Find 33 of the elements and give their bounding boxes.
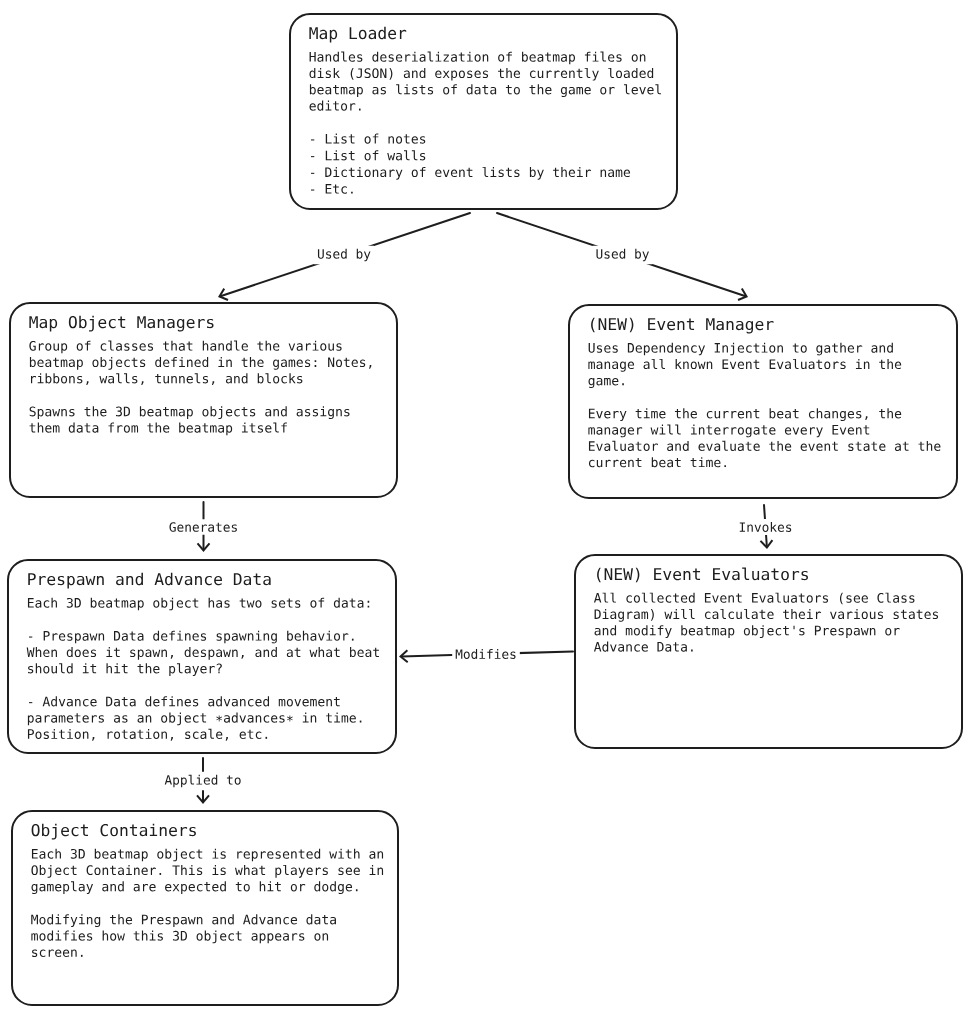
edge-label: Used by [314, 245, 374, 265]
list-item: - List of walls [311, 150, 426, 161]
description: Uses Dependency Injection to gather and manage all known Event Evaluators in the game. [588, 342, 902, 388]
process-box [568, 304, 958, 499]
process-box [9, 302, 398, 498]
box-title: (NEW) Event Evaluators [597, 567, 808, 583]
edge-label: Invokes [735, 519, 796, 535]
process-box [289, 13, 678, 210]
edge-label: Applied to [161, 771, 245, 791]
list-item: - Advance Data defines advanced movement parameters as an object ∗advances∗ in time. Position, rotation, scale, etc. [27, 696, 362, 741]
box-title: Map Object Managers [29, 315, 214, 332]
list-item: - Prespawn Data defines spawning behavior. When does it spawn, despawn, and at what beat should it hit the player? [26, 630, 379, 676]
list-item: - Etc. [311, 184, 353, 194]
description: Each 3D beatmap object is represented with an Object Container. This is what players see in gameplay and are expected to hit or dodge. [31, 848, 384, 895]
process-box [11, 810, 399, 1006]
description: Handles deserialization of beatmap files on disk (JSON) and exposes the currently loaded beatmap as lists of data to the game or level editor. [309, 51, 661, 111]
box-title: Map Loader [309, 26, 407, 43]
box-title: Prespawn and Advance Data [28, 572, 271, 589]
process-box [7, 559, 397, 754]
process-box [574, 554, 963, 749]
edge-label: Used by [592, 245, 653, 265]
list-item: - Dictionary of event lists by their name [311, 166, 631, 180]
description: Each 3D beatmap object has two sets of data: [27, 597, 370, 611]
box-title: Object Containers [31, 823, 196, 840]
description: Group of classes that handle the various beatmap objects defined in the games: Notes, ribbons, walls, tunnels, and blocks [29, 340, 372, 386]
edge-label: Modifies [452, 646, 520, 662]
list-item: - List of notes [311, 133, 426, 144]
description: Spawns the 3D beatmap objects and assigns them data from the beatmap itself [29, 406, 350, 436]
edge-label: Generates [165, 519, 242, 535]
box-title: (NEW) Event Manager [591, 317, 774, 334]
description: All collected Event Evaluators (see Class Diagram) will calculate their various states and modify beatmap object's Prespawn or Advance Data. [593, 592, 939, 652]
description: Every time the current beat changes, the manager will interrogate every Event Evaluator and evaluate the event state at the current beat time. [588, 408, 941, 468]
description: Modifying the Prespawn and Advance data modifies how this 3D object appears on screen. [31, 914, 336, 957]
